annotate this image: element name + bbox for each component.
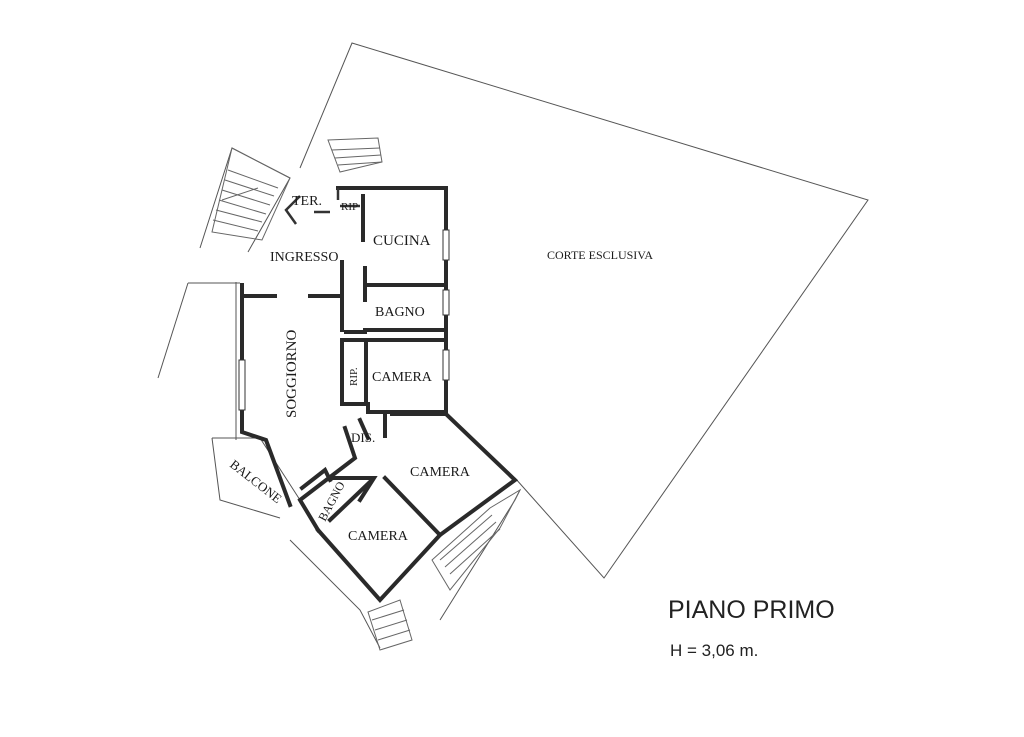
- site-lines: [157, 147, 521, 649]
- room-label-rip-mid: RIP.: [348, 367, 360, 386]
- room-label-soggiorno: SOGGIORNO: [284, 329, 300, 418]
- staircase-top-left: [211, 147, 291, 241]
- room-label-camera-1: CAMERA: [372, 370, 433, 385]
- room-label-ingresso: INGRESSO: [270, 250, 338, 265]
- room-label-rip-top: RIP: [341, 201, 358, 213]
- staircase-bottom: [367, 488, 522, 651]
- courtyard-outline: [299, 42, 869, 579]
- room-label-dis: DIS.: [351, 430, 375, 445]
- floor-title: PIANO PRIMO: [668, 596, 835, 624]
- room-label-bagno-top: BAGNO: [375, 305, 425, 320]
- room-label-camera-2: CAMERA: [410, 465, 471, 480]
- staircase-top: [327, 137, 383, 173]
- room-label-ter: TER.: [292, 194, 322, 209]
- windows: [238, 229, 450, 411]
- room-label-camera-3: CAMERA: [348, 529, 409, 544]
- room-label-cucina: CUCINA: [373, 233, 431, 249]
- walls: [240, 186, 519, 603]
- room-label-corte: CORTE ESCLUSIVA: [547, 248, 653, 262]
- floor-height: H = 3,06 m.: [670, 641, 758, 660]
